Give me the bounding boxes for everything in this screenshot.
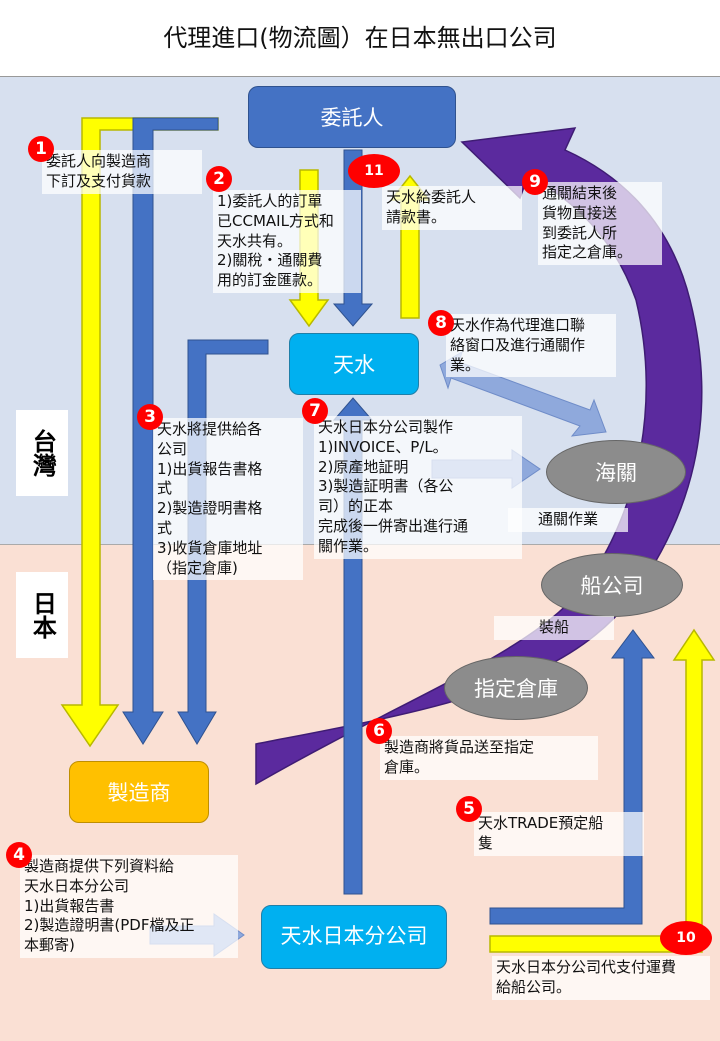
step-2-badge: 2 — [206, 166, 232, 192]
blue-arrow-principal-maker — [122, 117, 219, 745]
loading-label: 裝船 — [494, 616, 614, 640]
manufacturer-node: 製造商 — [69, 761, 209, 823]
step-10-note: 天水日本分公司代支付運費 給船公司。 — [492, 956, 710, 1000]
customs-node: 海關 — [546, 440, 686, 504]
step-3-note: 天水將提供給各 公司 1)出貨報告書格 式 2)製造證明書格 式 3)收貨倉庫地… — [153, 418, 303, 581]
step-6-note: 製造商將貨品送至指定 倉庫。 — [380, 736, 598, 780]
step-5-badge: 5 — [456, 796, 482, 822]
principal-node: 委託人 — [248, 86, 456, 148]
step-11-note: 天水給委託人 請款書。 — [382, 186, 522, 230]
step-5-note: 天水TRADE預定船 隻 — [474, 812, 644, 856]
warehouse-node: 指定倉庫 — [444, 656, 588, 720]
step-4-badge: 4 — [6, 842, 32, 868]
taiwan-label: 台灣 — [16, 410, 68, 496]
step-1-badge: 1 — [28, 136, 54, 162]
tensui-node: 天水 — [289, 333, 419, 395]
blue-arrow-5 — [489, 629, 655, 925]
page-title: 代理進口(物流圖）在日本無出口公司 — [163, 24, 557, 52]
step-1-note: 委託人向製造商 下訂及支付貨款 — [42, 150, 202, 194]
japan-label-text: 日本 — [28, 591, 57, 639]
step-8-badge: 8 — [428, 310, 454, 336]
tensui-japan-node: 天水日本分公司 — [261, 905, 447, 969]
taiwan-label-text: 台灣 — [28, 429, 57, 477]
step-8-note: 天水作為代理進口聯 絡窗口及進行通關作 業。 — [446, 314, 616, 378]
step-7-badge: 7 — [302, 398, 328, 424]
yellow-arrow-10 — [489, 628, 716, 953]
step-3-badge: 3 — [137, 404, 163, 430]
step-7-note: 天水日本分公司製作 1)INVOICE、P/L。 2)原產地証明 3)製造証明書… — [314, 416, 522, 559]
japan-label: 日本 — [16, 572, 68, 658]
shipping-company-node: 船公司 — [541, 553, 683, 617]
step-4-note: 製造商提供下列資料給 天水日本分公司 1)出貨報告書 2)製造證明書(PDF檔及… — [20, 855, 238, 958]
customs-clearance-label: 通關作業 — [508, 508, 628, 532]
step-2-note: 1)委託人的訂單 已CCMAIL方式和 天水共有。 2)關稅・通關費 用的訂金匯… — [213, 190, 361, 293]
step-6-badge: 6 — [366, 718, 392, 744]
step-10-badge: 10 — [660, 921, 712, 955]
step-11-badge: 11 — [348, 154, 400, 188]
step-9-badge: 9 — [522, 169, 548, 195]
step-9-note: 通關結束後 貨物直接送 到委託人所 指定之倉庫。 — [538, 182, 662, 266]
